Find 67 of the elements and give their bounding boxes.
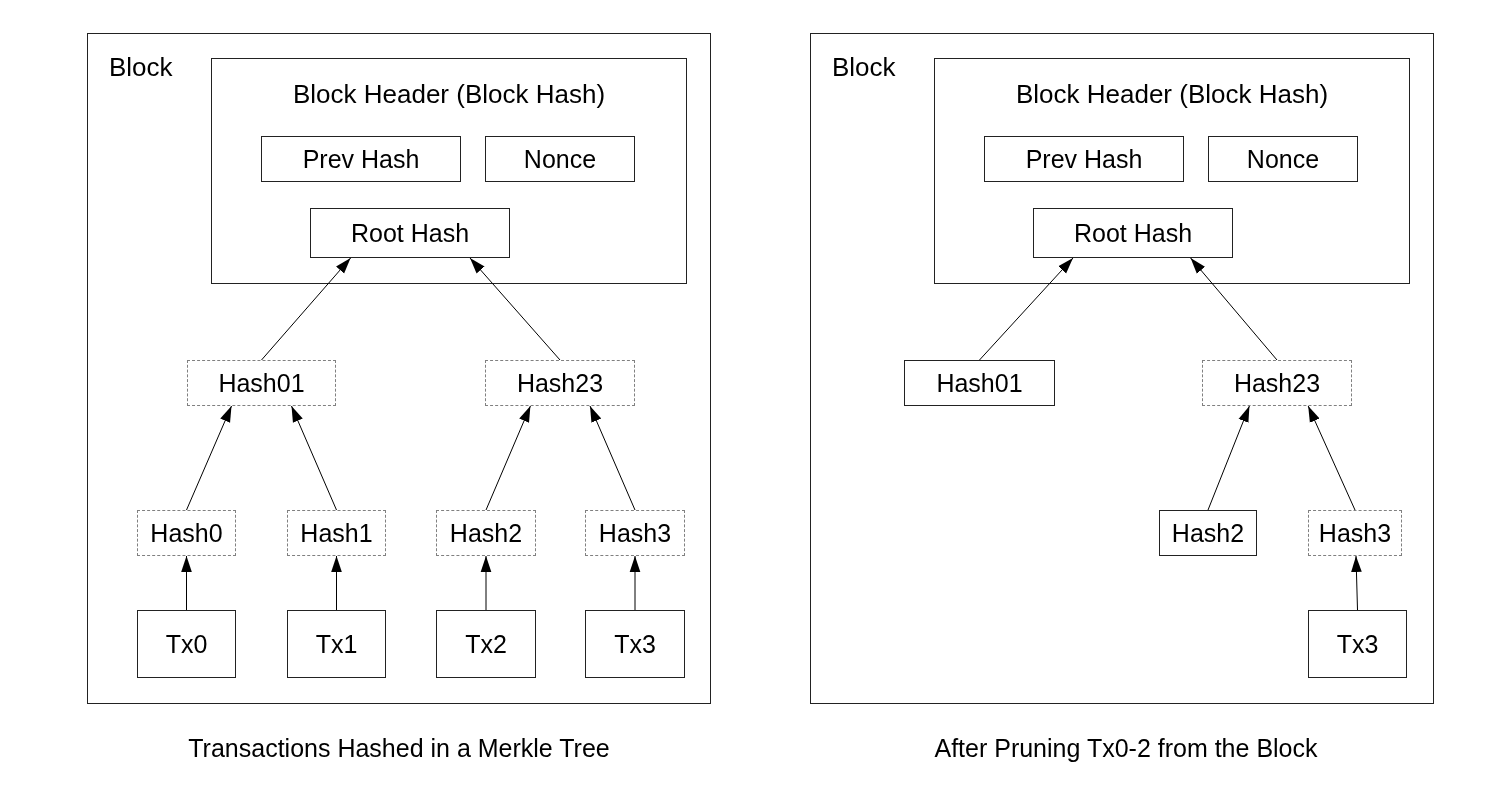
node-label: Tx3 xyxy=(613,628,657,660)
hash-box xyxy=(1308,510,1402,556)
hash-box xyxy=(585,510,685,556)
node-label: Hash3 xyxy=(597,517,673,549)
hash-box xyxy=(1308,610,1407,678)
node-label: Hash23 xyxy=(1232,367,1322,399)
arrow xyxy=(469,257,561,361)
hash-box xyxy=(984,136,1184,182)
hash-box xyxy=(1159,510,1257,556)
node-label: Root Hash xyxy=(1072,217,1194,249)
block-header-box xyxy=(934,58,1410,284)
block-title: Block xyxy=(109,54,173,80)
hash-box xyxy=(485,136,635,182)
hash-box xyxy=(436,510,536,556)
node-label: Hash23 xyxy=(515,367,605,399)
node-label: Hash2 xyxy=(448,517,524,549)
arrow xyxy=(485,405,531,511)
hash-box xyxy=(585,610,685,678)
arrow xyxy=(979,257,1074,361)
arrow xyxy=(291,405,337,511)
hash-box xyxy=(1202,360,1352,406)
node-label: Tx3 xyxy=(1335,628,1380,660)
header-title: Block Header (Block Hash) xyxy=(291,81,607,107)
node-label: Hash1 xyxy=(299,517,374,549)
block-header-box xyxy=(211,58,687,284)
hash-box xyxy=(287,510,386,556)
node-label: Hash0 xyxy=(149,517,224,549)
node-label: Hash2 xyxy=(1170,517,1246,549)
hash-box xyxy=(261,136,461,182)
block-title: Block xyxy=(832,54,896,80)
arrow xyxy=(1307,405,1356,511)
arrow xyxy=(1207,405,1250,511)
node-label: Nonce xyxy=(1245,143,1321,175)
header-title: Block Header (Block Hash) xyxy=(1014,81,1330,107)
arrow xyxy=(1190,257,1278,361)
hash-box xyxy=(904,360,1055,406)
node-label: Prev Hash xyxy=(1024,143,1144,175)
hash-box xyxy=(137,510,236,556)
node-label: Nonce xyxy=(522,143,598,175)
hash-box xyxy=(137,610,236,678)
arrow xyxy=(480,555,492,611)
hash-box xyxy=(1033,208,1233,258)
arrow xyxy=(629,555,641,611)
block-container xyxy=(810,33,1434,704)
arrow xyxy=(186,405,232,511)
hash-box xyxy=(485,360,635,406)
hash-box xyxy=(187,360,336,406)
arrow xyxy=(589,405,636,511)
arrow xyxy=(181,555,192,611)
hash-box xyxy=(310,208,510,258)
arrow xyxy=(331,555,342,611)
hash-box xyxy=(1208,136,1358,182)
figure-caption: Transactions Hashed in a Merkle Tree xyxy=(188,736,610,761)
node-label: Hash01 xyxy=(935,367,1024,399)
hash-box xyxy=(287,610,386,678)
arrow xyxy=(1351,555,1362,611)
node-label: Root Hash xyxy=(349,217,471,249)
hash-box xyxy=(436,610,536,678)
node-label: Hash01 xyxy=(217,367,306,399)
node-label: Tx0 xyxy=(164,628,209,660)
node-label: Prev Hash xyxy=(301,143,421,175)
arrow xyxy=(261,257,352,361)
block-container xyxy=(87,33,711,704)
node-label: Tx1 xyxy=(314,628,359,660)
node-label: Tx2 xyxy=(464,628,508,660)
figure-caption: After Pruning Tx0-2 from the Block xyxy=(934,736,1318,761)
node-label: Hash3 xyxy=(1317,517,1393,549)
